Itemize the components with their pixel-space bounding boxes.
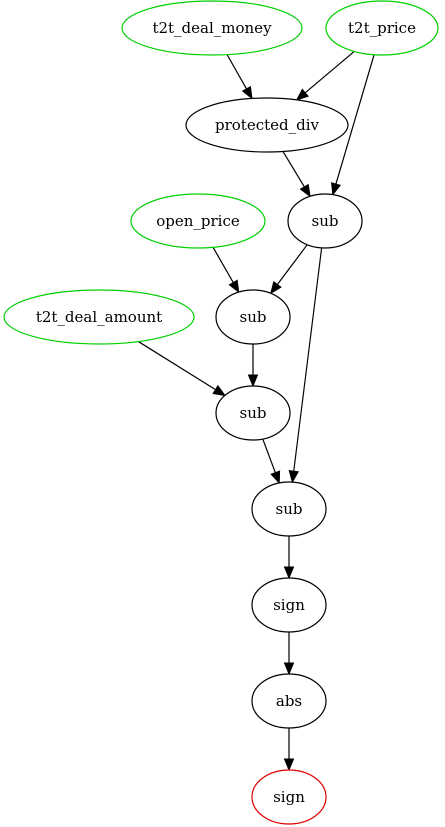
node-ellipse — [3, 289, 195, 345]
node-ellipse — [251, 769, 327, 825]
node-ellipse — [251, 481, 327, 537]
node-op-sub: sub — [251, 481, 327, 537]
node-ellipse — [251, 673, 327, 729]
arrow-head-icon — [283, 758, 295, 772]
edge-price-to-pdiv — [295, 50, 355, 101]
edge-line — [276, 244, 308, 285]
node-ellipse — [251, 577, 327, 633]
arrow-head-icon — [228, 279, 240, 294]
node-op-abs: abs — [251, 673, 327, 729]
edge-sub2-to-sub3 — [247, 344, 259, 388]
edges-layer — [138, 50, 375, 772]
node-label: sub — [312, 212, 339, 230]
edge-line — [262, 438, 276, 473]
node-op-sign: sign — [251, 577, 327, 633]
arrow-head-icon — [283, 662, 295, 676]
arrow-head-icon — [269, 280, 282, 295]
edge-sub1-to-sub2 — [269, 244, 308, 295]
node-label: abs — [276, 692, 302, 710]
node-input-t2t-deal-amount: t2t_deal_amount — [3, 289, 195, 345]
node-label: t2t_deal_amount — [36, 308, 162, 326]
arrow-head-icon — [270, 470, 281, 485]
node-label: sub — [240, 404, 267, 422]
edge-sub1-to-sub4 — [288, 247, 323, 484]
edge-line — [138, 341, 216, 391]
arrow-head-icon — [241, 85, 253, 100]
node-label: t2t_price — [348, 19, 416, 37]
edge-money-to-pdiv — [226, 54, 253, 100]
node-ellipse — [185, 97, 349, 153]
node-op-sub: sub — [215, 289, 291, 345]
node-label: sign — [273, 596, 305, 614]
edge-sign1-to-abs — [283, 632, 295, 676]
node-ellipse — [215, 289, 291, 345]
node-ellipse — [325, 0, 439, 56]
arrow-head-icon — [299, 183, 311, 198]
node-label: t2t_deal_money — [152, 19, 272, 37]
arrow-head-icon — [212, 384, 226, 397]
node-ellipse — [121, 0, 303, 56]
edge-abs-to-sign2 — [283, 728, 295, 772]
node-label: sub — [240, 308, 267, 326]
edge-line — [212, 247, 234, 283]
node-label: sub — [276, 500, 303, 518]
edge-line — [282, 151, 305, 188]
edge-amount-to-sub3 — [138, 341, 226, 397]
arrow-head-icon — [247, 374, 259, 388]
arrow-head-icon — [295, 88, 309, 101]
edge-sub3-to-sub4 — [262, 438, 281, 485]
node-ellipse — [287, 193, 363, 249]
node-label: protected_div — [215, 116, 320, 134]
node-op-protected-div: protected_div — [185, 97, 349, 153]
arrow-head-icon — [331, 182, 342, 196]
node-input-t2t-deal-money: t2t_deal_money — [121, 0, 303, 56]
node-ellipse — [215, 385, 291, 441]
node-output-sign: sign — [251, 769, 327, 825]
edge-sub4-to-sign1 — [283, 536, 295, 580]
node-op-sub: sub — [287, 193, 363, 249]
node-label: sign — [273, 788, 305, 806]
edge-line — [335, 54, 375, 185]
node-ellipse — [130, 193, 266, 249]
arrow-head-icon — [283, 566, 295, 580]
arrow-head-icon — [288, 470, 299, 484]
node-op-sub: sub — [215, 385, 291, 441]
node-input-open-price: open_price — [130, 193, 266, 249]
edge-line — [304, 50, 355, 94]
edge-line — [226, 54, 248, 90]
node-input-t2t-price: t2t_price — [325, 0, 439, 56]
node-label: open_price — [156, 212, 240, 230]
edge-price-to-sub1 — [331, 54, 375, 196]
edge-line — [293, 247, 323, 472]
edge-pdiv-to-sub1 — [282, 151, 311, 198]
edge-open-to-sub2 — [212, 247, 240, 294]
